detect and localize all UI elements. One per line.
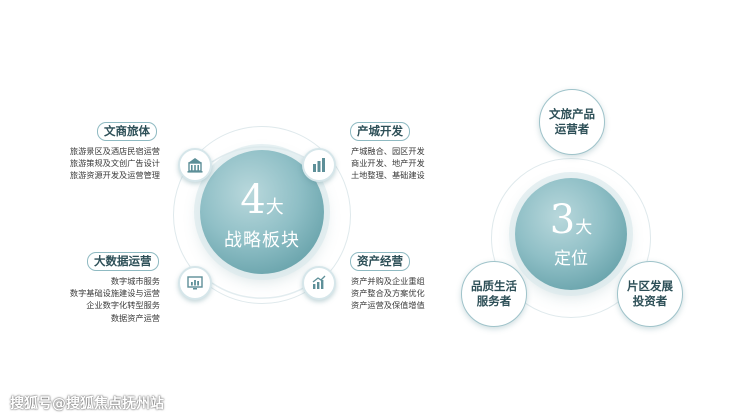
center-number: 4 (240, 177, 266, 223)
building-icon (178, 148, 212, 182)
center-subtitle-right: 定位 (554, 249, 588, 269)
center-unit: 大 (265, 197, 284, 218)
sector-desc-asset-management: 资产并购及企业重组 资产整合及方案优化 资产运营及保值增值 (351, 276, 425, 311)
sector-title-big-data: 大数据运营 (87, 252, 159, 271)
monitor-chart-icon (178, 266, 212, 300)
outer-ring-right (491, 158, 651, 318)
role-bubble-district-investor: 片区发展 投资者 (617, 261, 683, 327)
outer-ring (173, 126, 351, 304)
center-number-right: 3 (549, 197, 576, 243)
sector-title-asset-management: 资产经营 (350, 252, 410, 271)
center-subtitle: 战略板块 (224, 230, 300, 251)
sector-title-culture-tourism: 文商旅体 (97, 122, 157, 141)
watermark: 搜狐号@搜狐焦点抚州站 (10, 396, 164, 412)
sector-desc-culture-tourism: 旅游景区及酒店民宿运营 旅游策规及文创广告设计 旅游资源开发及运营管理 (69, 146, 160, 181)
role-bubble-life-service: 品质生活 服务者 (461, 261, 527, 327)
growth-chart-icon (302, 266, 336, 300)
center-orb-right: 3大 定位 (515, 178, 627, 290)
sector-title-industrial-city: 产城开发 (350, 122, 410, 141)
role-bubble-tourism-operator: 文旅产品 运营者 (539, 89, 605, 155)
sector-desc-industrial-city: 产城融合、园区开发 商业开发、地产开发 土地整理、基础建设 (351, 146, 425, 181)
city-bars-icon (302, 148, 336, 182)
center-unit-right: 大 (575, 218, 593, 238)
sector-desc-big-data: 数字城市服务 数字基础设施建设与运营 企业数字化转型服务 数据资产运营 (69, 276, 160, 323)
